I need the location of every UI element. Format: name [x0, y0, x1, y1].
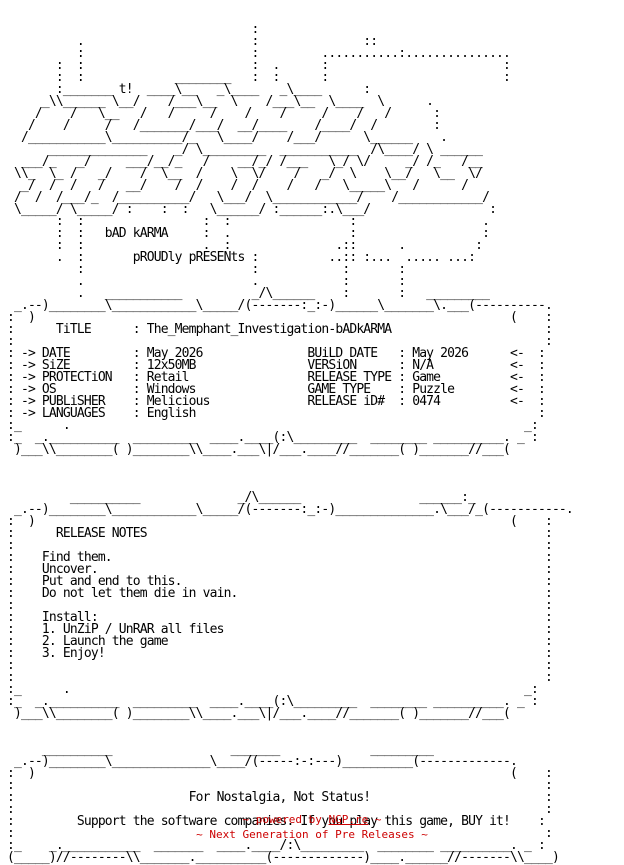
nfo-line: :_ _.__________ _________ ____.____(:\__… — [0, 694, 539, 709]
powered-by-suffix: ~ — [368, 813, 382, 826]
nfo-line: : : : : — [0, 262, 406, 277]
nfo-line: )___\\________( )________\\____.___\|/__… — [0, 706, 511, 721]
nfo-line: : : ...........:............... — [0, 46, 511, 61]
nfo-line: . : pROUDly pRESENts : ..:: :... ..... .… — [0, 250, 476, 265]
nfo-line: : Put and end to this. : — [0, 574, 553, 589]
nfo-line: _.--)________\____________\_____/(------… — [0, 298, 553, 313]
nfo-line: : TiTLE : The_Memphant_Investigation-bAD… — [0, 322, 553, 337]
nfo-line: : ) ( : — [0, 310, 553, 325]
nfo-line: : -> DATE : May 2026 BUiLD DATE : May 20… — [0, 346, 546, 361]
nfo-line: : : : . : : — [0, 58, 511, 73]
nfo-line: : -> PUBLiSHER : Melicious RELEASE iD# :… — [0, 394, 546, 409]
nfo-line: /___________\__________/_ \____/ /___/ \… — [0, 130, 448, 145]
nfo-line: : ) ( : — [0, 514, 553, 529]
nfo-line: : : : : : . — [0, 214, 490, 229]
nfo-line: :_ . _: — [0, 418, 539, 433]
nfo-line: / / / /_______/___/ __/____ /____/ / : — [0, 118, 441, 133]
nfo-line: / / /___/_ /__________/ \___/ \_________… — [0, 190, 490, 205]
nfo-line: : — [0, 22, 260, 37]
nfo-line: : : ________ : : : : — [0, 70, 511, 85]
nfo-line: : ) ( : — [0, 766, 553, 781]
nfo-line: / / \__ / / / / / / / / : — [0, 106, 441, 121]
nfo-line: : : — [0, 802, 553, 817]
nfo-line: : -> SiZE : 12x50MB VERSiON : N/A <- : — [0, 358, 546, 373]
nfo-line: ___/_ _/ ___/__/_ / __/_/ /___ \_/ \/ _/… — [0, 154, 483, 169]
nfo-line: : : . : .:: . : — [0, 238, 483, 253]
nfo-line: : : — [0, 598, 553, 613]
nfo-line: _/ / / / __/ / / / / / / \_____\ / / — [0, 178, 469, 193]
nfo-line: (_____)//--------\\_______.__________(--… — [0, 850, 560, 865]
ngp-link[interactable]: NGP.re — [328, 813, 369, 826]
nfo-line — [0, 456, 624, 468]
nfo-line: : Support the software companies. If you… — [0, 814, 546, 829]
nfo-line: . . : : — [0, 274, 406, 289]
nfo-line: : : — [0, 778, 553, 793]
nfo-line: . : :: — [0, 34, 378, 49]
nfo-line: : Do not let them die in vain. : — [0, 586, 553, 601]
nfo-line: . ___________ _/\______ : : _________ — [0, 286, 490, 301]
nfo-line: : Install: : — [0, 610, 553, 625]
nfo-line: :_ _.___________ _______ ____.____/:\___… — [0, 838, 546, 853]
nfo-line — [0, 468, 624, 480]
nfo-line: : Find them. : — [0, 550, 553, 565]
nfo-line: _\\______ \__/ /___\__ \ /___\__ \____ \… — [0, 94, 434, 109]
nfo-line: :_ _.__________ _________ ____.____(:\__… — [0, 430, 539, 445]
nfo-line: : -> OS : Windows GAME TYPE : Puzzle <- … — [0, 382, 546, 397]
nfo-line: : Uncover. : — [0, 562, 553, 577]
nfo-line: : : — [0, 538, 553, 553]
nfo-line: :_ . _: — [0, 682, 539, 697]
nfo-line: : : — [0, 658, 553, 673]
nfo-line: __________ _______ _________ — [0, 742, 434, 757]
nfo-line: : : bAD kARMA : . : : — [0, 226, 490, 241]
nfo-line: : 3. Enjoy! : — [0, 646, 553, 661]
nfo-line — [0, 720, 624, 732]
nfo-line: \_____/ \_____/ : : : \______/ :______:.… — [0, 202, 497, 217]
footer: ~ powered by NGP.re ~ ~ Next Generation … — [0, 812, 624, 842]
nfo-line: : : — [0, 826, 553, 841]
nfo-line: \\_ \_ / _/ / \__ / \ \/ / _/ \ \__/ \__… — [0, 166, 483, 181]
nfo-line: : : — [0, 670, 553, 685]
nfo-line: : -> PROTECTiON : Retail RELEASE TYPE : … — [0, 370, 546, 385]
nfo-line: : 2. Launch the game : — [0, 634, 553, 649]
nfo-art: : . : :: : : ...........:...............… — [0, 22, 624, 865]
nfo-line: : RELEASE NOTES : — [0, 526, 553, 541]
nfo-line: : -> LANGUAGES : English : — [0, 406, 546, 421]
nfo-line: _.--)________\______________\____/(-----… — [0, 754, 518, 769]
nfo-line: : For Nostalgia, Not Status! : — [0, 790, 553, 805]
nfo-line: :_______ t! ____\__ _\____ _\____ : — [0, 82, 371, 97]
nfo-line: )___\\________( )________\\____.___\|/__… — [0, 442, 511, 457]
nfo-line: __________ _/\______ ______:_ — [0, 490, 476, 505]
nfo-line: _.--)________\____________\_____/(------… — [0, 502, 574, 517]
nfo-line: : : — [0, 334, 553, 349]
powered-by-line: ~ powered by NGP.re ~ — [0, 812, 624, 827]
nfo-line: ______________ _/ \_________ ___________… — [0, 142, 483, 157]
footer-tagline: ~ Next Generation of Pre Releases ~ — [196, 828, 428, 841]
powered-by-prefix: ~ powered by — [242, 813, 329, 826]
nfo-line: : 1. UnZiP / UnRAR all files : — [0, 622, 553, 637]
